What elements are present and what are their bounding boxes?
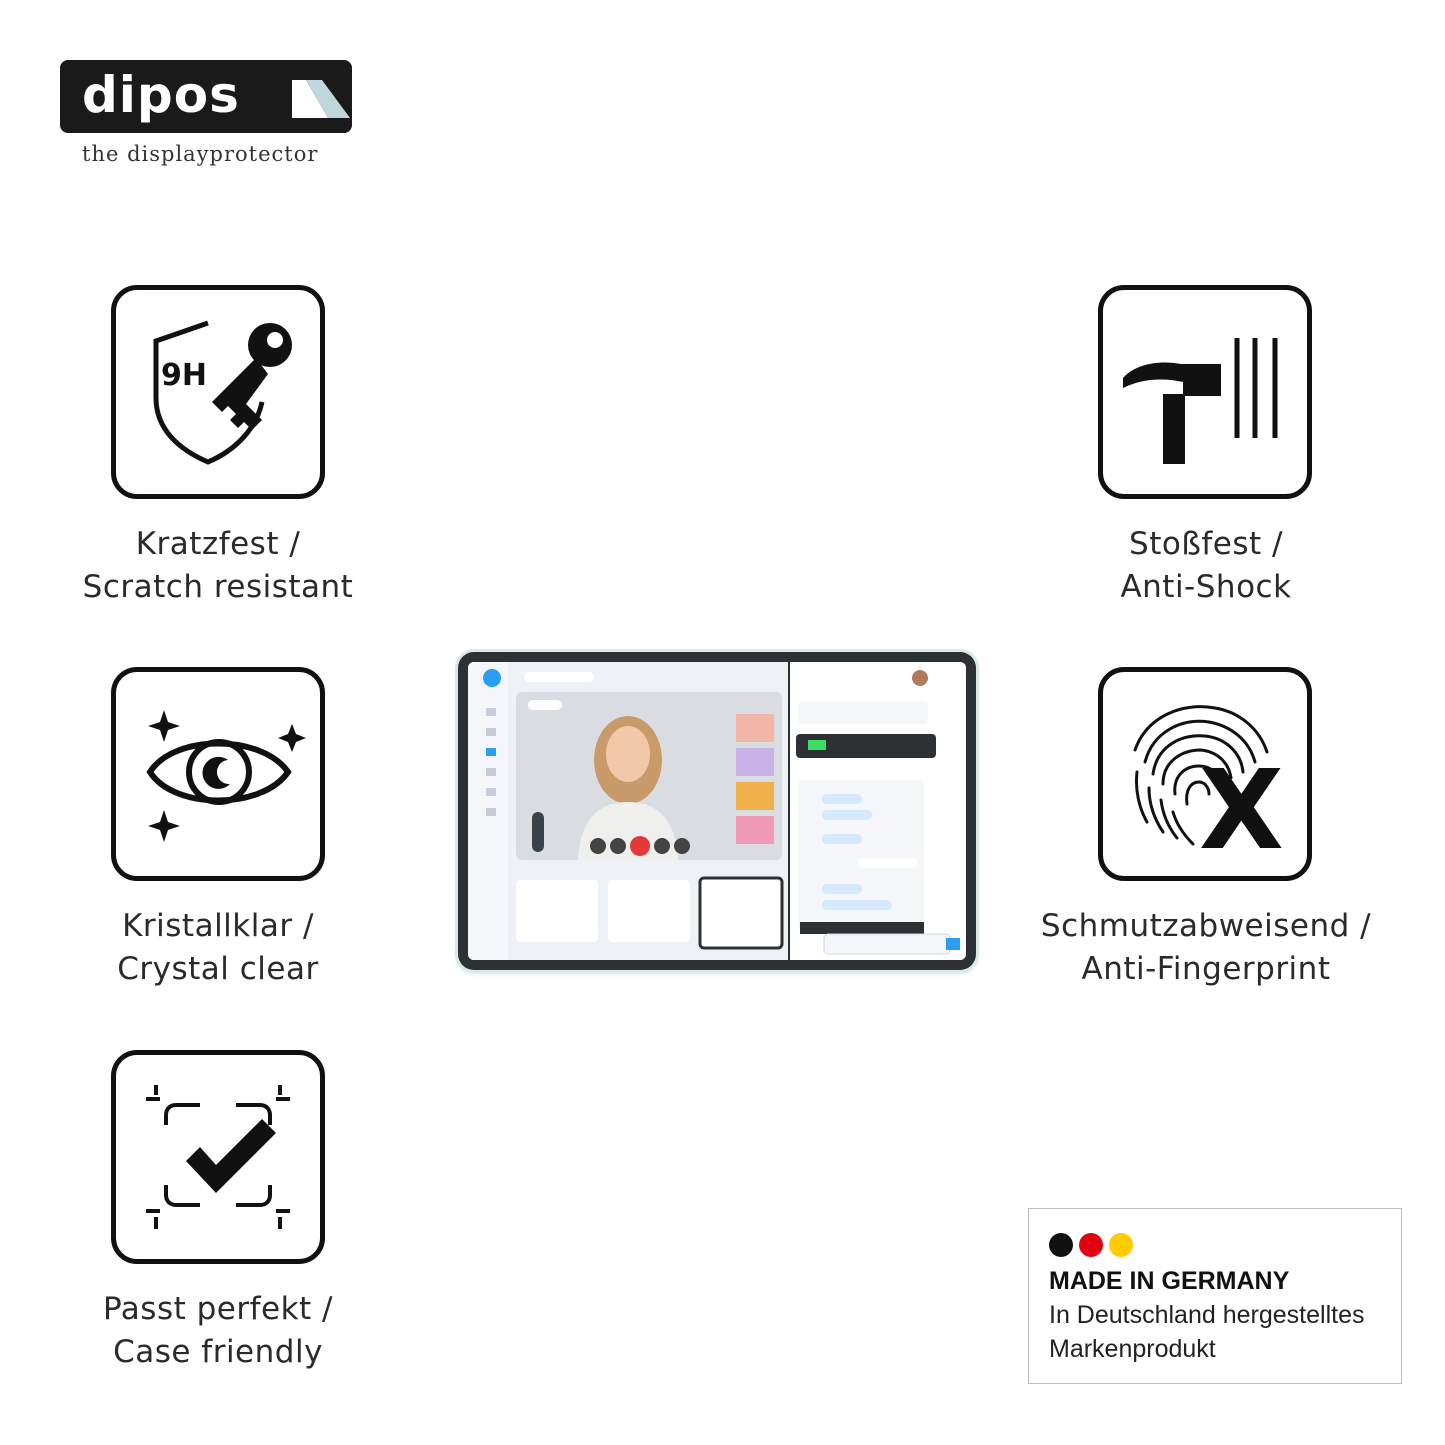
- feature-case-de: Passt perfekt /: [103, 1291, 333, 1327]
- feature-scratch-en: Scratch resistant: [82, 569, 354, 605]
- logo-badge: dipos: [60, 60, 352, 133]
- brand-logo: dipos the displayprotector: [60, 60, 355, 180]
- feature-clear-de: Kristallklar /: [122, 908, 314, 944]
- brand-tagline: the displayprotector: [82, 142, 319, 166]
- peel-corner-icon: [292, 60, 350, 133]
- made-in-title: MADE IN GERMANY: [1049, 1267, 1290, 1295]
- tablet-device: [458, 652, 976, 970]
- made-in-germany-badge: MADE IN GERMANY In Deutschland hergestel…: [1028, 1208, 1402, 1384]
- made-in-line-1: In Deutschland hergestelltes: [1049, 1301, 1365, 1329]
- feature-fingerprint-tile: X: [1098, 667, 1312, 881]
- feature-clear-caption: Kristallklar / Crystal clear: [8, 905, 428, 991]
- fingerprint-cross-icon: X: [1133, 705, 1284, 874]
- flag-dot-black: [1049, 1233, 1073, 1257]
- shield-key-9h-icon: 9H: [153, 320, 292, 465]
- tablet-app-illustration: [468, 662, 966, 960]
- feature-case-caption: Passt perfekt / Case friendly: [8, 1288, 428, 1374]
- feature-fingerprint-en: Anti-Fingerprint: [1081, 951, 1331, 987]
- feature-case-en: Case friendly: [113, 1334, 323, 1370]
- checkmark-frame-icon: [146, 1085, 290, 1229]
- feature-shock-de: Stoßfest /: [1129, 526, 1283, 562]
- made-in-line-2: Markenprodukt: [1049, 1335, 1216, 1363]
- feature-scratch-caption: Kratzfest / Scratch resistant: [8, 523, 428, 609]
- tablet-screen: [468, 662, 966, 960]
- flag-dot-gold: [1109, 1233, 1133, 1257]
- feature-clear-tile: [111, 667, 325, 881]
- sparkle-eye-icon: [146, 710, 306, 842]
- feature-fingerprint-caption: Schmutzabweisend / Anti-Fingerprint: [996, 905, 1416, 991]
- feature-shock-tile: [1098, 285, 1312, 499]
- feature-clear-en: Crystal clear: [117, 951, 319, 987]
- hammer-icon: [1123, 338, 1278, 464]
- feature-case-tile: [111, 1050, 325, 1264]
- feature-shock-en: Anti-Shock: [1120, 569, 1292, 605]
- feature-scratch-tile: 9H: [111, 285, 325, 499]
- hardness-badge-text: 9H: [161, 358, 207, 393]
- feature-scratch-de: Kratzfest /: [135, 526, 301, 562]
- feature-fingerprint-de: Schmutzabweisend /: [1040, 908, 1372, 944]
- flag-dot-red: [1079, 1233, 1103, 1257]
- feature-shock-caption: Stoßfest / Anti-Shock: [996, 523, 1416, 609]
- cross-mark-icon: X: [1199, 746, 1284, 874]
- brand-name: dipos: [82, 66, 240, 124]
